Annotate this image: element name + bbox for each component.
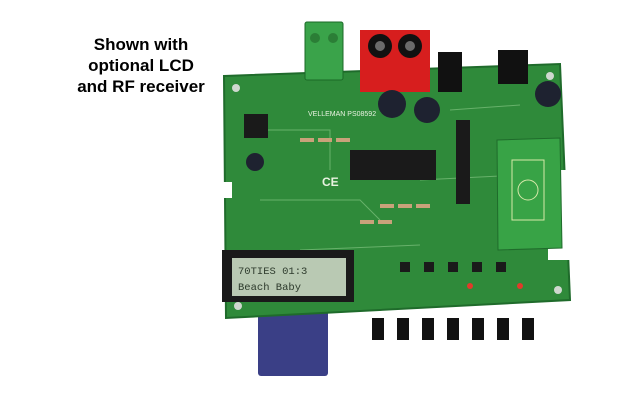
lcd-line-1: 70TIES 01:3: [238, 266, 307, 278]
caption-line-3: and RF receiver: [77, 77, 205, 96]
dc-power-jack: [498, 50, 528, 84]
lcd-module: [222, 250, 354, 302]
rca-audio-jacks: [360, 30, 430, 92]
lcd-line-2: Beach Baby: [238, 282, 301, 294]
board-brand-label: VELLEMAN PS08592: [308, 111, 376, 118]
push-buttons: [372, 318, 534, 340]
speaker-terminal-block: [304, 21, 344, 81]
tact-switches: [400, 262, 506, 272]
caption-line-2: optional LCD: [88, 56, 194, 75]
rf-receiver-module: [496, 137, 563, 251]
status-led: [517, 283, 523, 289]
resistor-rows: [300, 138, 430, 224]
capacitors: [246, 81, 561, 171]
ce-mark: CE: [322, 175, 339, 189]
integrated-circuits: [244, 114, 470, 204]
caption-line-1: Shown with: [93, 35, 189, 54]
headphone-jack: [438, 52, 462, 92]
photo-caption: Shown with optional LCD and RF receiver: [66, 34, 216, 97]
status-led: [467, 283, 473, 289]
